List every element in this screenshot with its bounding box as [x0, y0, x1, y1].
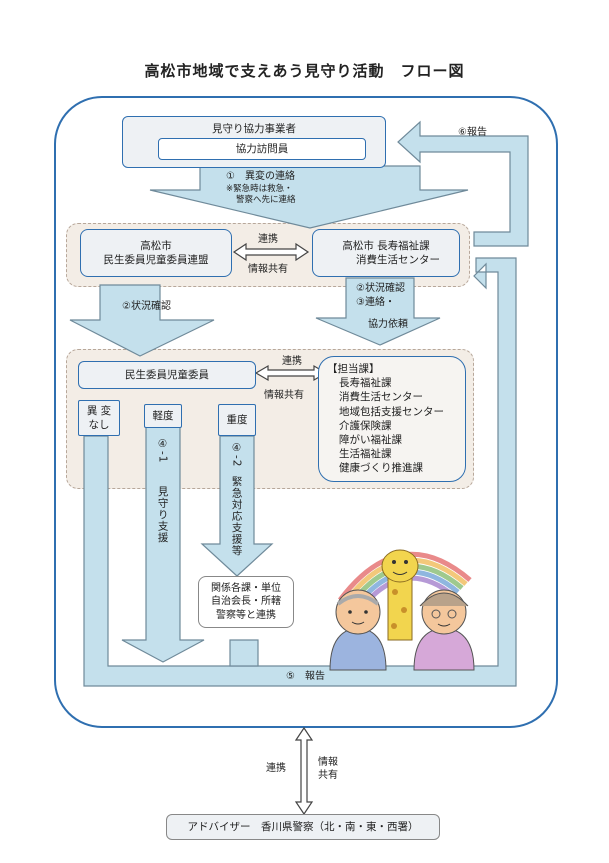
arrow-step5	[83, 257, 517, 687]
arrow-step4-1	[121, 425, 205, 663]
consumer-center-box: 高松市 長寿福祉課 消費生活センター	[312, 229, 460, 277]
liaison-line3: 警察等と連携	[216, 609, 276, 621]
liaison-box: 関係各課・単位 自治会長・所轄 警察等と連携	[198, 576, 294, 628]
departments-list: 長寿福祉課 消費生活センター 地域包括支援センター 介護保険課 障がい福祉課 生…	[327, 376, 444, 475]
status-mild-label: 軽度	[152, 409, 174, 422]
cooperation-business-label: 見守り協力事業者	[212, 123, 296, 135]
step2-right-line2: ③連絡・	[356, 297, 395, 308]
departments-box: 【担当課】 長寿福祉課 消費生活センター 地域包括支援センター 介護保険課 障が…	[318, 356, 466, 482]
step5-label: ⑤ 報告	[286, 671, 325, 682]
arrow-step6	[397, 120, 529, 247]
outer-frame	[54, 96, 558, 728]
status-severe-box: 重度	[218, 404, 256, 436]
department-item: 健康づくり推進課	[339, 462, 423, 475]
step4-2-number: ④-2	[230, 442, 243, 468]
center-line2: 消費生活センター	[356, 254, 440, 266]
bottom-link-share-1: 情報	[318, 757, 338, 768]
federation-line1: 高松市	[140, 239, 172, 252]
step4-2-text: 緊急対応支援等	[230, 476, 243, 557]
arrow-step4-2	[200, 435, 274, 577]
federation-line2: 民生委員児童委員連盟	[103, 254, 209, 266]
step1-note-1: ※緊急時は救急・	[226, 184, 293, 194]
department-item: 消費生活センター	[339, 391, 423, 404]
department-item: 生活福祉課	[339, 448, 392, 461]
status-none-line1: 異 変	[86, 404, 112, 417]
step4-1-text: 見守り支援	[156, 486, 169, 544]
arrow-link-bottom	[294, 726, 314, 816]
step2-right-line1: ②状況確認	[356, 283, 405, 294]
arrow-link-top	[232, 242, 310, 262]
link-top-share: 情報共有	[248, 264, 288, 275]
status-severe-label: 重度	[226, 413, 248, 426]
welfare-commissioner-label: 民生委員児童委員	[125, 368, 209, 381]
status-none-box: 異 変 なし	[78, 400, 120, 436]
page-title: 高松市地域で支えあう見守り活動 フロー図	[144, 62, 465, 80]
link-top-cooperate: 連携	[258, 234, 278, 245]
visitor-label: 協力訪問員	[235, 142, 289, 155]
giraffe-icon	[381, 549, 419, 641]
step2-right-line3: 協力依頼	[368, 319, 408, 330]
status-none-line2: なし	[88, 419, 110, 431]
bottom-link-share-2: 共有	[318, 770, 338, 781]
arrow-step2-left	[69, 284, 215, 357]
advisor-box: アドバイザー 香川県警察（北・南・東・西署）	[166, 814, 440, 840]
step2-left-label: ②状況確認	[122, 301, 171, 312]
departments-heading: 【担当課】	[327, 363, 380, 375]
arrow-step1	[149, 165, 469, 229]
arrow-step2-right	[315, 277, 441, 346]
status-mild-box: 軽度	[144, 404, 182, 428]
liaison-line1: 関係各課・単位	[211, 582, 281, 594]
federation-box: 高松市 民生委員児童委員連盟	[80, 229, 232, 277]
liaison-line2: 自治会長・所轄	[211, 596, 281, 608]
link-mid-cooperate: 連携	[282, 356, 302, 367]
center-line1: 高松市 長寿福祉課	[342, 239, 430, 252]
department-item: 障がい福祉課	[339, 433, 402, 446]
step6-label: ⑥報告	[458, 127, 487, 138]
bottom-link-cooperate: 連携	[266, 763, 286, 774]
arrow-liaison-base	[229, 639, 259, 667]
department-item: 長寿福祉課	[339, 377, 392, 390]
step4-1-number: ④-1	[156, 438, 169, 464]
advisor-label: アドバイザー 香川県警察（北・南・東・西署）	[187, 820, 419, 833]
department-item: 介護保険課	[339, 419, 392, 432]
elderly-man-icon	[329, 589, 387, 671]
link-mid-share: 情報共有	[264, 390, 304, 401]
step1-note-2: 警察へ先に連絡	[236, 195, 296, 205]
elderly-woman-icon	[413, 589, 475, 671]
welfare-commissioner-box: 民生委員児童委員	[78, 361, 256, 389]
visitor-box: 協力訪問員	[158, 138, 366, 160]
department-item: 地域包括支援センター	[339, 405, 444, 418]
step1-label: ① 異変の連絡	[226, 171, 295, 182]
